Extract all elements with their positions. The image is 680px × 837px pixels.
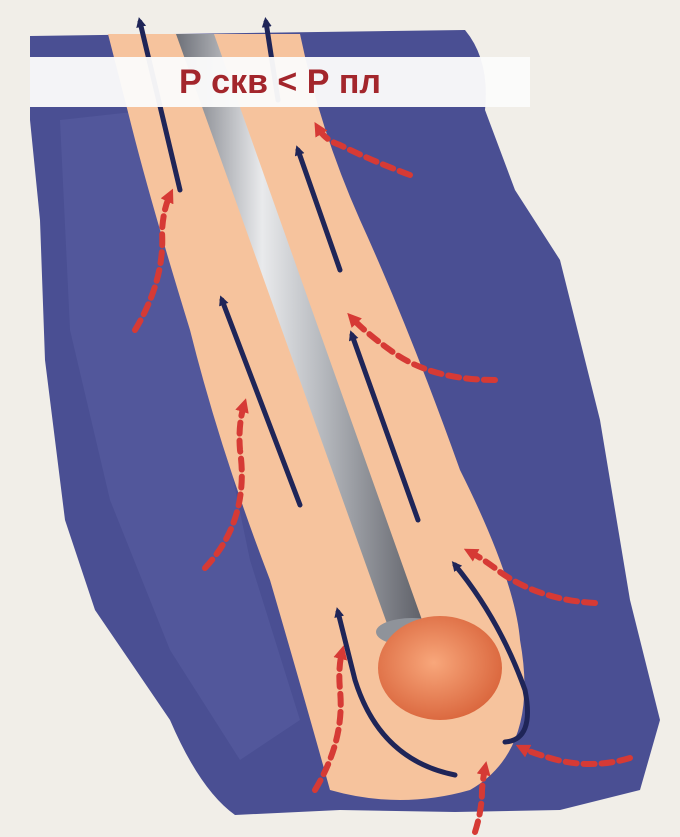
pressure-label-band: Р скв < Р пл: [30, 57, 530, 107]
pressure-condition-label: Р скв < Р пл: [179, 63, 381, 102]
drill-bit: [378, 616, 502, 720]
